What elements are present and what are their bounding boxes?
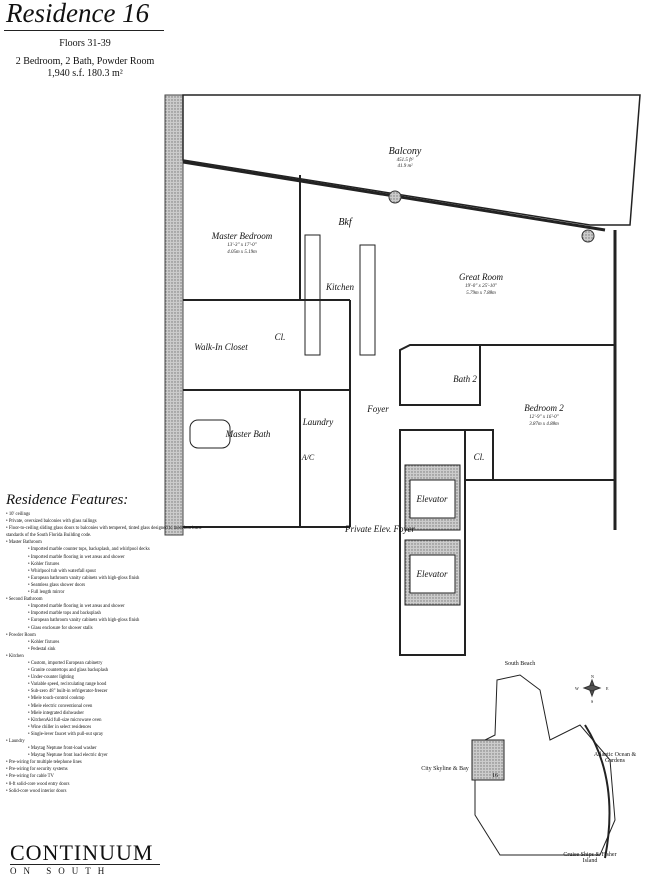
feature-item: Wine chiller in select residences	[6, 724, 206, 731]
logo-name: CONTINUUM	[10, 840, 154, 865]
area-label: 1,940 s.f. 180.3 m²	[47, 68, 123, 79]
column	[581, 229, 595, 243]
page-title: Residence 16	[6, 0, 150, 28]
feature-item: Miele touch-control cooktop	[6, 695, 206, 702]
feature-item: Variable speed, recirculating range hood	[6, 681, 206, 688]
closet-label: Cl.	[275, 332, 286, 342]
compass-s: S	[591, 699, 593, 704]
laundry-label: Laundry	[302, 417, 334, 427]
feature-item: Laundry	[6, 738, 206, 745]
feature-item: Imported marble flooring in wet areas an…	[6, 554, 206, 561]
bath2-label: Bath 2	[453, 374, 477, 384]
feature-item: Single-lever faucet with pull-out spray	[6, 731, 206, 738]
feature-item: European bathroom vanity cabinets with h…	[6, 575, 206, 582]
exterior-wall	[164, 94, 184, 536]
feature-item: Seamless glass shower doors	[6, 582, 206, 589]
feature-item: Full length mirror	[6, 589, 206, 596]
master-bedroom-dim-m: 4.05m x 5.19m	[227, 250, 257, 255]
feature-item: Whirlpool tub with waterfall spout	[6, 568, 206, 575]
layout-label: 2 Bedroom, 2 Bath, Powder Room	[15, 56, 155, 67]
bedroom2-dim-m: 3.87m x 4.88m	[529, 422, 559, 427]
floors-label: Floors 31-39	[59, 38, 111, 49]
feature-item: Imported marble counter tops, backsplash…	[6, 546, 206, 553]
feature-item: Private, oversized balconies with glass …	[6, 518, 206, 525]
bedroom2-dim-ft: 12'-9" x 16'-0"	[529, 415, 559, 420]
compass-rose-icon	[582, 678, 602, 698]
feature-item: Pre-wiring for cable TV	[6, 773, 206, 780]
feature-item: Kitchen	[6, 653, 206, 660]
feature-item: Kohler fixtures	[6, 561, 206, 568]
kitchen-label: Kitchen	[325, 282, 354, 292]
keyplan-east-label: Atlantic Ocean & Gardens	[593, 752, 637, 764]
feature-item: Under-counter lighting	[6, 674, 206, 681]
features-title: Residence Features:	[6, 492, 129, 508]
feature-item: Miele integrated dishwasher	[6, 710, 206, 717]
keyplan-south-label: Cruise Ships & Fisher Island	[563, 852, 617, 864]
master-bedroom-dim-ft: 13'-3" x 17'-0"	[227, 243, 257, 248]
compass-e: E	[606, 686, 609, 691]
feature-item: Pre-wiring for multiple telephone lines	[6, 759, 206, 766]
feature-item: Custom, imported European cabinetry	[6, 660, 206, 667]
feature-item: Second Bathroom	[6, 596, 206, 603]
feature-item: European bathroom vanity cabinets with h…	[6, 617, 206, 624]
feature-item: KitchenAid full-size microwave oven	[6, 717, 206, 724]
master-bedroom-label: Master Bedroom	[211, 231, 273, 241]
feature-item: Powder Room	[6, 632, 206, 639]
balcony-dim-m: 41.9 m²	[397, 163, 413, 169]
elevator-1-label: Elevator	[416, 494, 448, 504]
bedroom2-label: Bedroom 2	[524, 403, 564, 413]
logo-subtitle: ON SOUTH BEACH	[10, 864, 160, 877]
feature-item: Miele electric conventional oven	[6, 703, 206, 710]
compass-w: W	[575, 686, 579, 691]
foyer-label: Foyer	[366, 404, 389, 414]
feature-item: Imported marble flooring in wet areas an…	[6, 603, 206, 610]
feature-item: Kohler fixtures	[6, 639, 206, 646]
feature-item: 10' ceilings	[6, 511, 206, 518]
residence-features: Residence Features: 10' ceilingsPrivate,…	[6, 492, 206, 795]
feature-item: Solid-core wood interior doors	[6, 788, 206, 795]
elevator-2-label: Elevator	[416, 569, 448, 579]
balcony-dim-ft: 451.5 ft²	[397, 157, 414, 163]
compass-n: N	[591, 674, 594, 679]
balcony-label: Balcony	[389, 146, 422, 157]
keyplan-north-label: South Beach	[504, 661, 536, 667]
feature-item: Pedestal sink	[6, 646, 206, 653]
ac-label: A/C	[301, 453, 315, 462]
feature-item: Imported marble tops and backsplash	[6, 610, 206, 617]
feature-item: Sub-zero 48" built-in refrigerator-freez…	[6, 688, 206, 695]
balcony-outline	[182, 94, 641, 226]
keyplan-west-label: City Skyline & Bay	[421, 766, 469, 772]
great-room-dim-m: 5.79m x 7.88m	[466, 291, 496, 296]
key-plan	[471, 674, 616, 859]
great-room-label: Great Room	[459, 272, 503, 282]
column	[388, 190, 402, 204]
feature-item: Glass enclosure for shower stalls	[6, 625, 206, 632]
feature-item: 8-ft solid-core wood entry doors	[6, 781, 206, 788]
master-bath-label: Master Bath	[225, 429, 271, 439]
great-room-dim-ft: 19'-0" x 25'-10"	[465, 284, 498, 289]
feature-item: Floor-to-ceiling sliding glass doors to …	[6, 525, 206, 539]
keyplan-unit: 16	[492, 773, 498, 779]
feature-item: Granite countertops and glass backsplash	[6, 667, 206, 674]
private-foyer-label: Private Elev. Foyer	[344, 524, 416, 534]
feature-item: Master Bathroom	[6, 539, 206, 546]
title-underline	[4, 30, 164, 31]
closet2-label: Cl.	[474, 452, 485, 462]
features-list: 10' ceilingsPrivate, oversized balconies…	[6, 511, 206, 795]
feature-item: Pre-wiring for security systems	[6, 766, 206, 773]
walk-in-closet-label: Walk-In Closet	[194, 342, 248, 352]
bkf-label: Bkf	[338, 217, 353, 228]
feature-item: Maytag Neptune front load electric dryer	[6, 752, 206, 759]
feature-item: Maytag Neptune front-load washer	[6, 745, 206, 752]
